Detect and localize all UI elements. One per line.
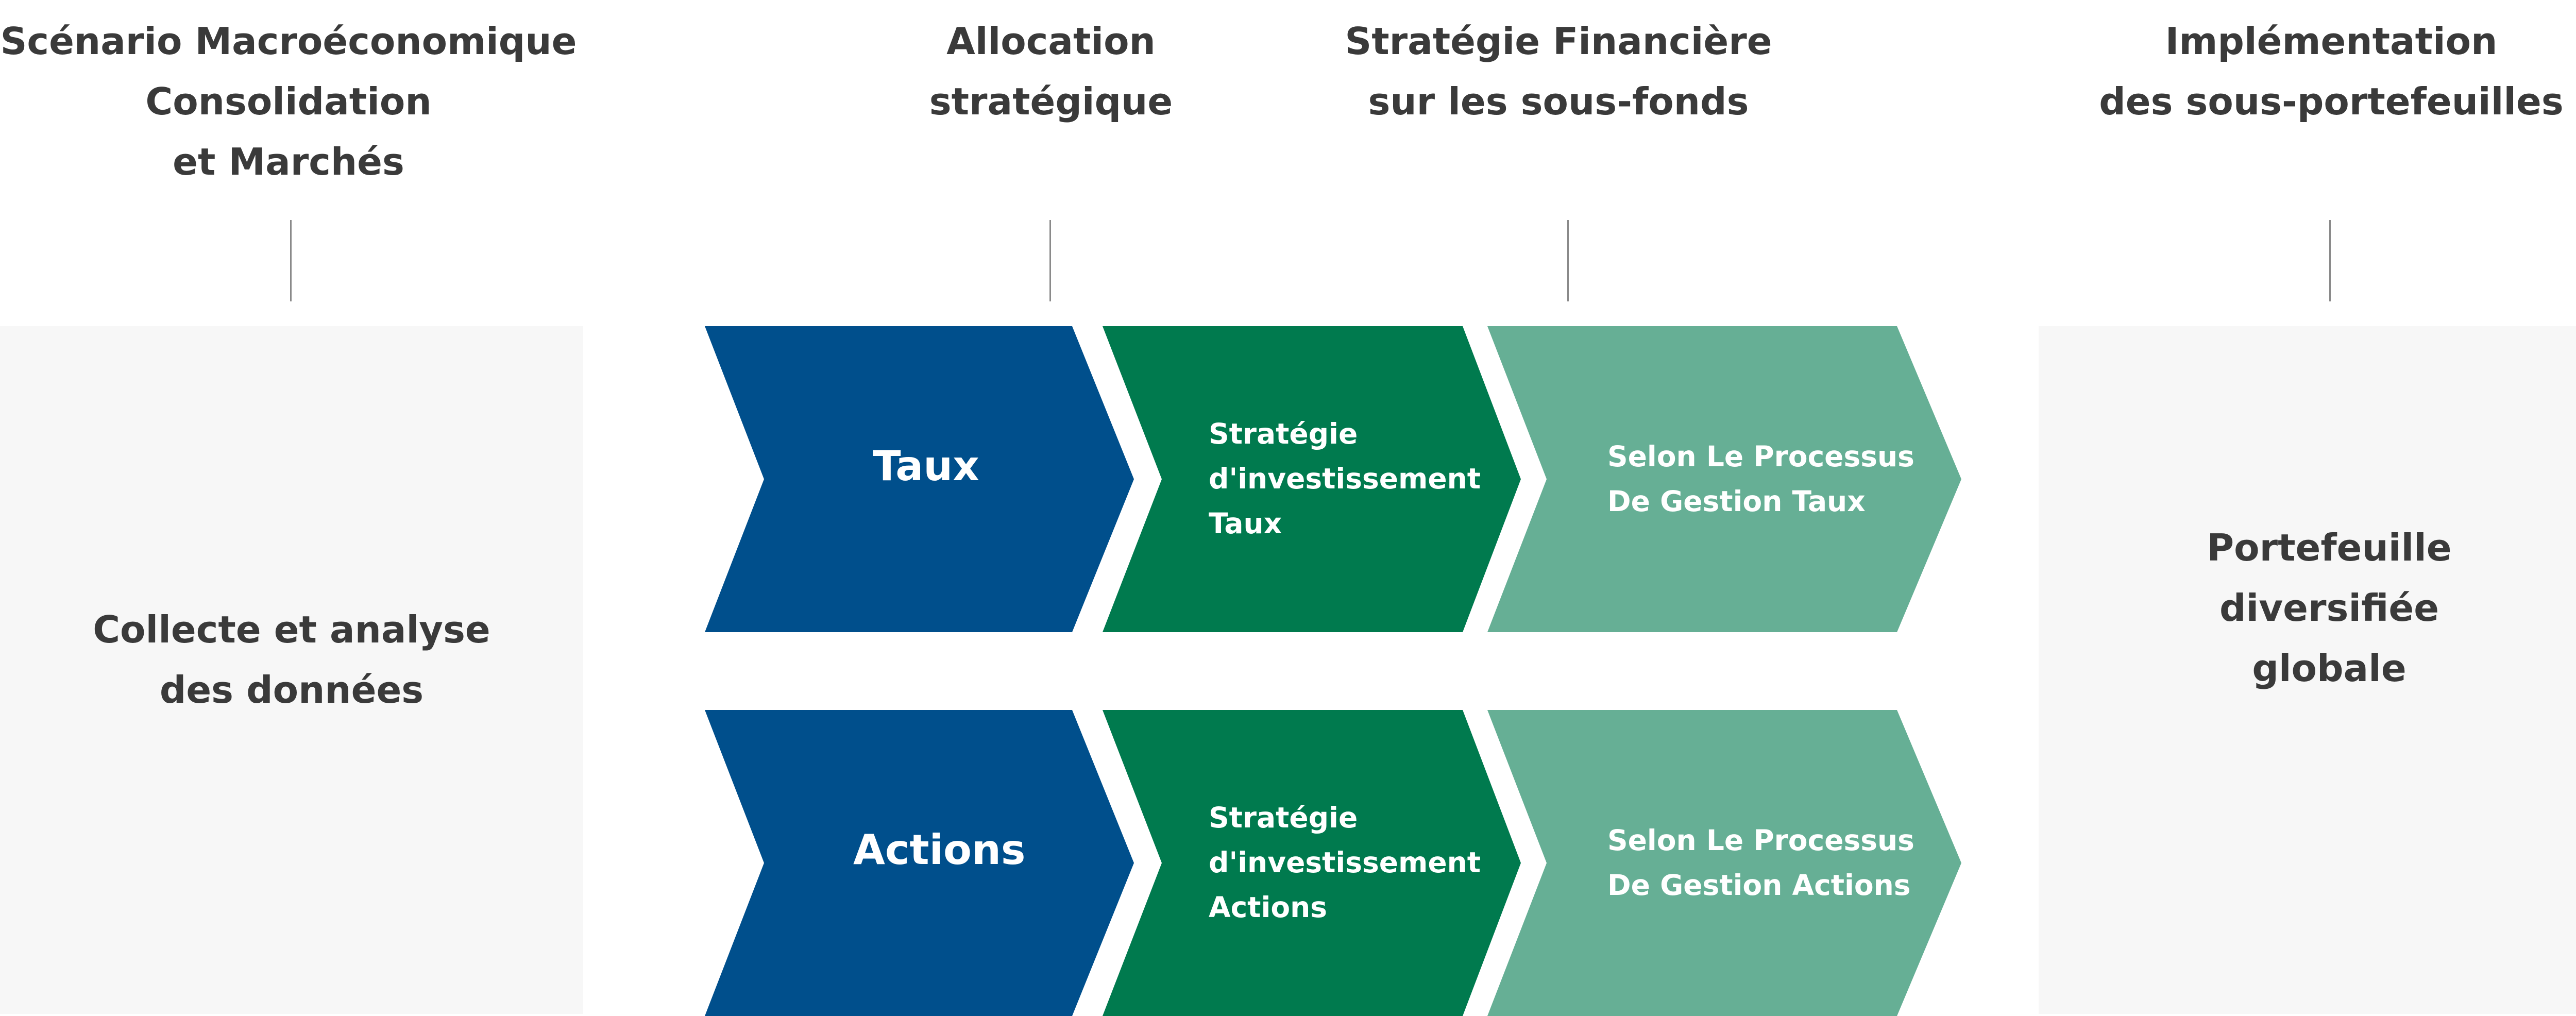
connector-line-financial [1567, 220, 1569, 301]
chevron-shape-dark-green [1103, 326, 1521, 632]
chevron-shape-light-green [1487, 326, 1961, 632]
process-label: Selon Le Processus De Gestion Taux [1607, 440, 1914, 518]
chevron-process-actions: Selon Le Processus De Gestion Actions [1487, 710, 1961, 1016]
connector-line-macro [290, 220, 292, 301]
chevron-shape-light-green [1487, 710, 1961, 1016]
data-collection-label: Collecte et analyse des données [93, 607, 490, 712]
chevron-shape-dark-green [1103, 710, 1521, 1016]
asset-class-label: Taux [873, 442, 979, 490]
chevron-asset-taux: Taux [705, 326, 1134, 632]
chevron-shape [1487, 326, 1961, 632]
heading-implementation: Implémentation des sous-portefeuilles [2099, 20, 2564, 123]
diversified-portfolio-panel: Portefeuille diversifiée globale [2039, 326, 2576, 1014]
chevron-strategy-actions: Stratégie d'investissement Actions [1103, 710, 1521, 1016]
chevron-shape [1487, 710, 1961, 1016]
chevron-shape [1103, 326, 1521, 632]
strategy-label: Stratégie d'investissement Taux [1209, 417, 1481, 540]
chevron-process-taux: Selon Le Processus De Gestion Taux [1487, 326, 1961, 632]
chevron-shape [705, 326, 1134, 632]
heading-financial-strategy: Stratégie Financière sur les sous-fonds [1345, 20, 1772, 123]
chevron-shape-blue [705, 710, 1134, 1016]
strategy-label: Stratégie d'investissement Actions [1209, 801, 1481, 924]
heading-macro-scenario: Scénario Macroéconomique Consolidation e… [0, 20, 577, 183]
heading-strategic-allocation: Allocation stratégique [929, 20, 1173, 123]
chevron-asset-actions: Actions [705, 710, 1134, 1016]
chevron-shape [1103, 710, 1521, 1016]
diversified-portfolio-label: Portefeuille diversifiée globale [2207, 526, 2452, 690]
chevron-shape [705, 710, 1134, 1016]
data-collection-panel: Collecte et analyse des données [0, 326, 583, 1014]
process-label: Selon Le Processus De Gestion Actions [1607, 824, 1914, 902]
chevron-strategy-taux: Stratégie d'investissement Taux [1103, 326, 1521, 632]
chevron-shape-blue [705, 326, 1134, 632]
asset-class-label: Actions [853, 826, 1026, 874]
connector-line-implementation [2329, 220, 2331, 301]
connector-line-allocation [1049, 220, 1051, 301]
